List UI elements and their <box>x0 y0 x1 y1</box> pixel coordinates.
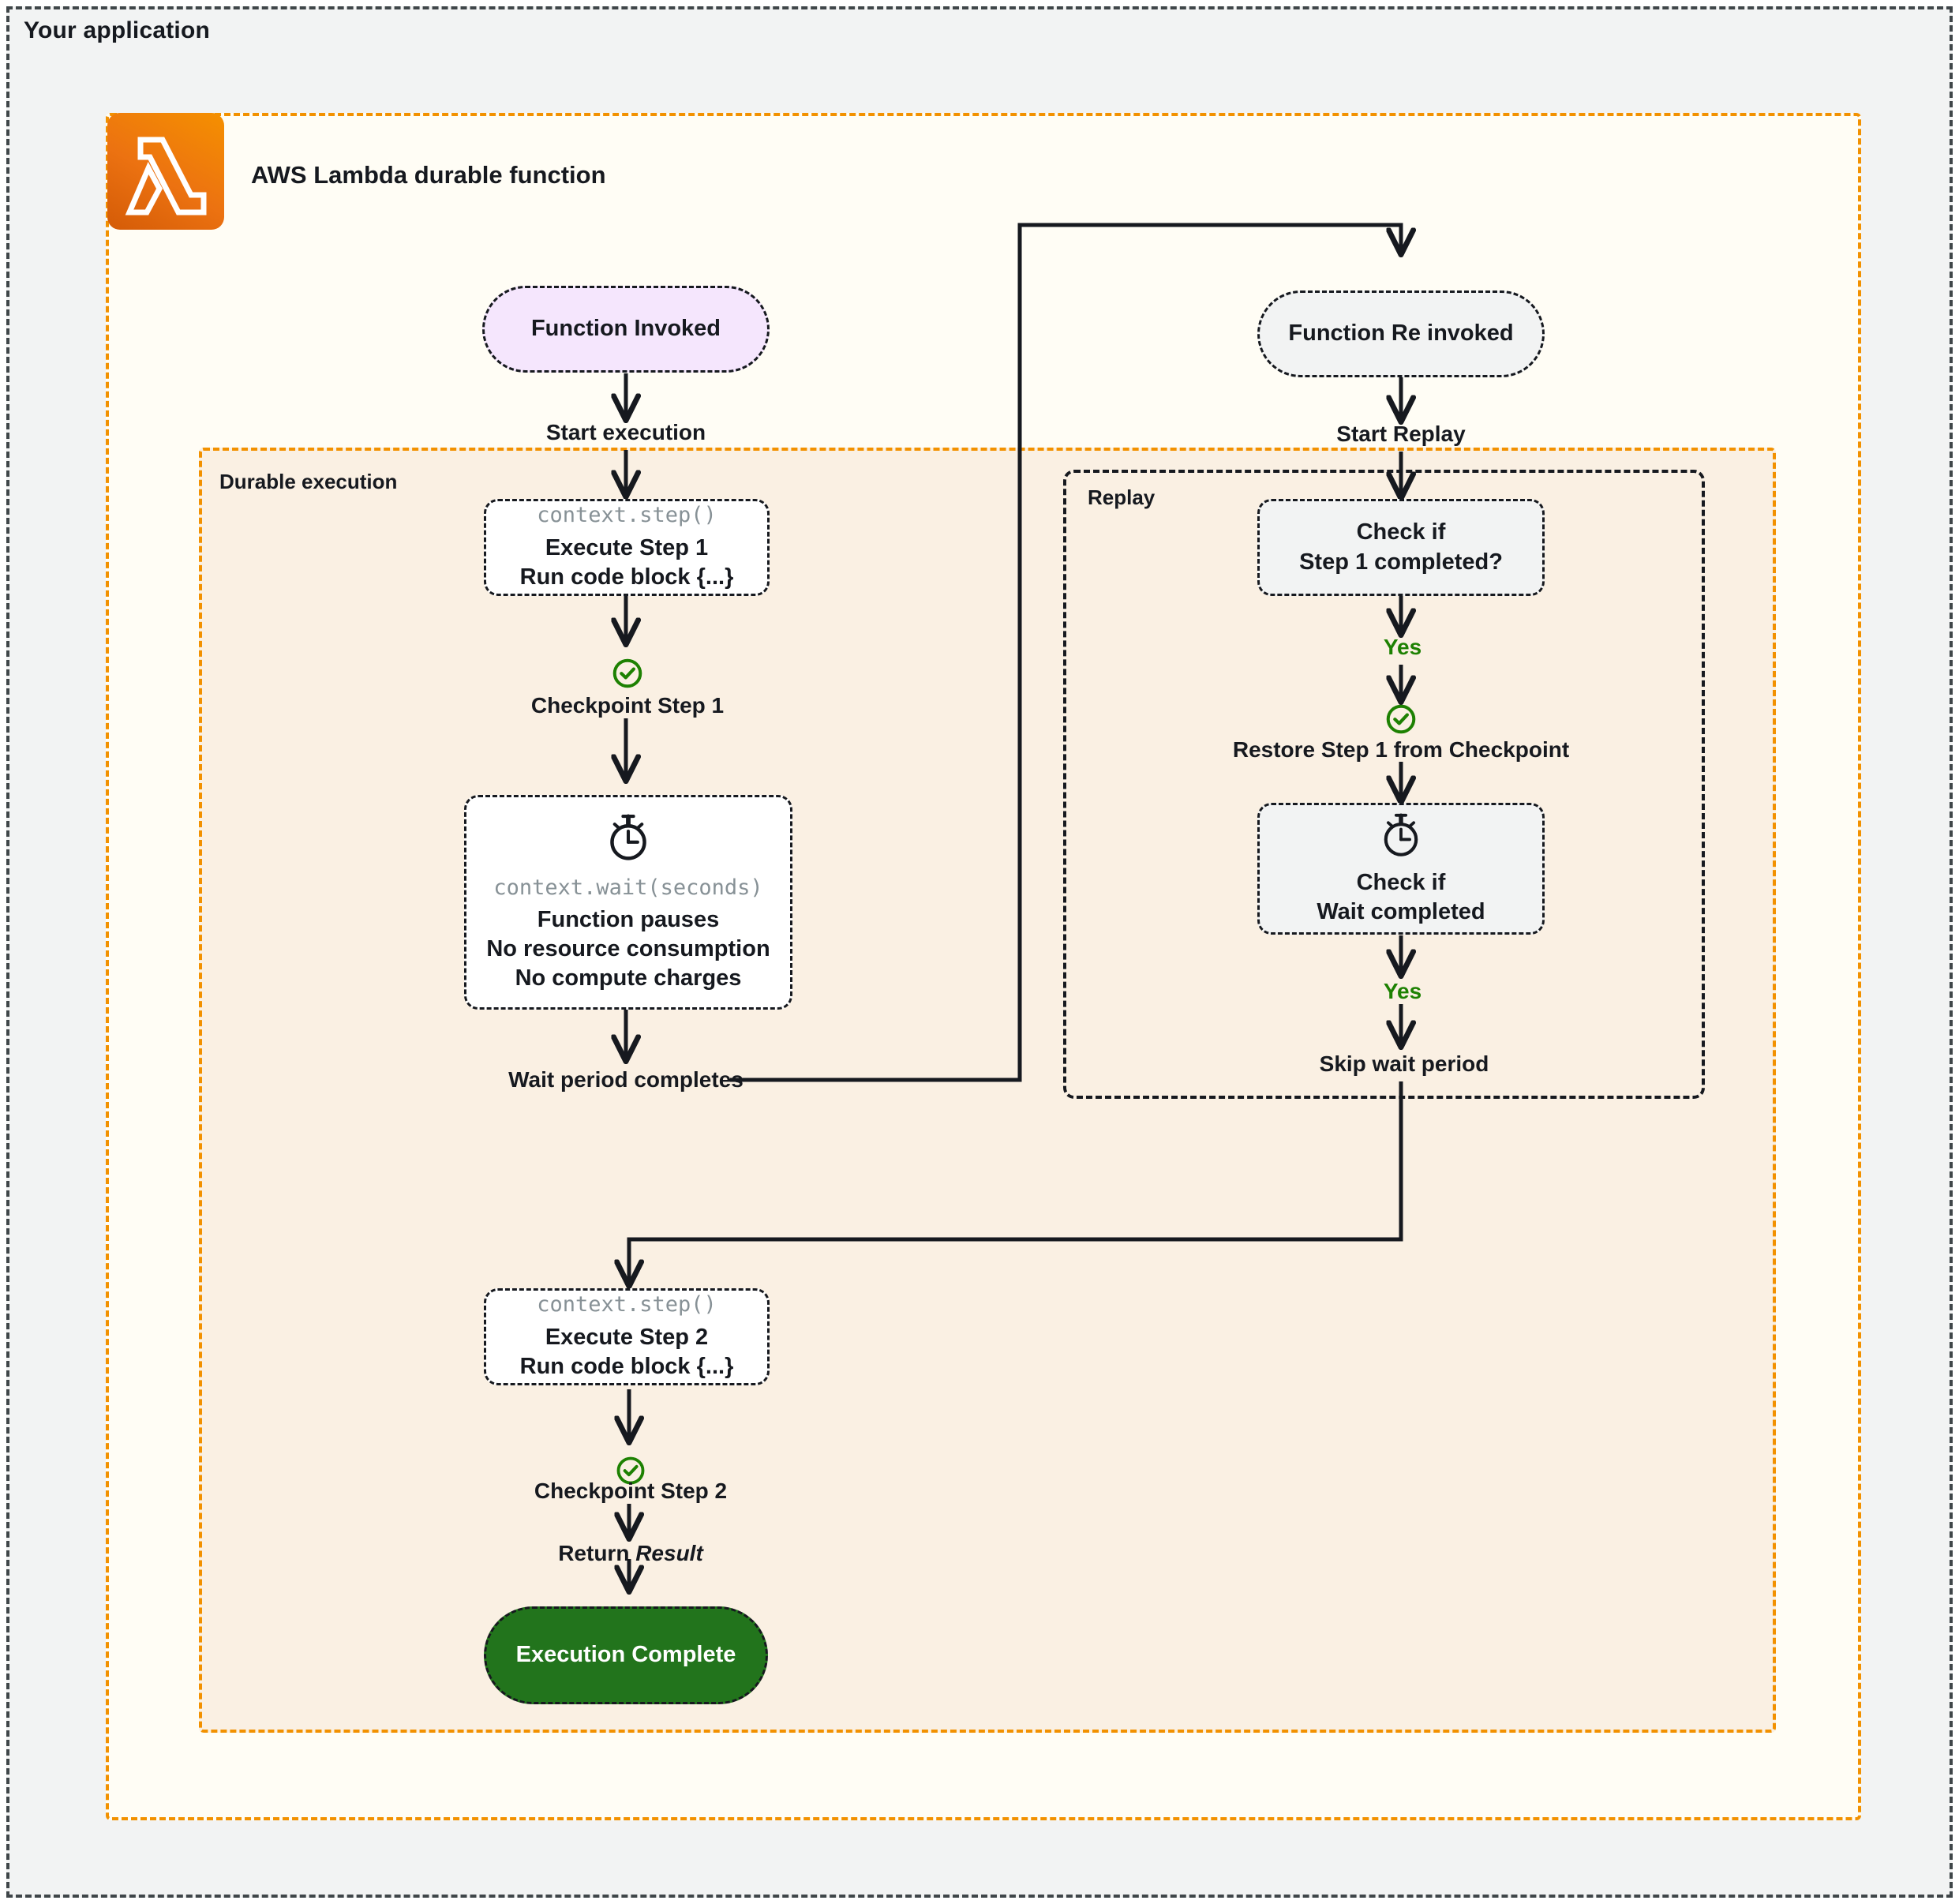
check-circle-icon <box>611 657 644 694</box>
node-execute-step-1-code: context.step() <box>537 503 717 528</box>
node-check-wait-line2: Wait completed <box>1317 899 1485 924</box>
node-execution-complete-label: Execution Complete <box>515 1642 736 1668</box>
node-execute-step-2[interactable]: context.step() Execute Step 2 Run code b… <box>484 1288 770 1385</box>
node-check-wait-line1: Check if <box>1356 869 1446 895</box>
node-execute-step-1-line1: Execute Step 1 <box>545 534 709 560</box>
edge-label-yes-wait: Yes <box>1383 979 1422 1003</box>
label-return-result: Return Result <box>558 1541 703 1566</box>
node-check-step-1-line2: Step 1 completed? <box>1299 549 1503 575</box>
node-context-wait-code: context.wait(seconds) <box>493 875 763 900</box>
lambda-frame-label: AWS Lambda durable function <box>251 161 606 189</box>
node-function-invoked-label: Function Invoked <box>530 316 721 342</box>
return-prefix: Return <box>558 1541 636 1565</box>
label-restore-step-1-from-checkpoint: Restore Step 1 from Checkpoint <box>1232 737 1570 762</box>
stopwatch-icon <box>1378 811 1424 864</box>
node-execute-step-2-code: context.step() <box>537 1292 717 1317</box>
check-circle-icon <box>615 1455 646 1490</box>
label-wait-period-completes: Wait period completes <box>508 1067 744 1092</box>
node-execute-step-2-line1: Execute Step 2 <box>545 1324 709 1350</box>
edge-label-start-execution: Start execution <box>545 420 706 444</box>
replay-label: Replay <box>1088 485 1156 509</box>
edge-label-start-replay: Start Replay <box>1336 422 1466 446</box>
node-context-wait-line2: No resource consumption <box>486 936 770 962</box>
node-context-wait-line1: Function pauses <box>537 907 720 933</box>
edge-label-yes-step-1: Yes <box>1383 635 1422 659</box>
durable-execution-label: Durable execution <box>219 470 398 493</box>
label-skip-wait-period: Skip wait period <box>1319 1051 1489 1076</box>
label-checkpoint-step-1: Checkpoint Step 1 <box>530 693 725 718</box>
label-checkpoint-step-2: Checkpoint Step 2 <box>534 1479 728 1503</box>
stopwatch-icon <box>604 811 653 868</box>
page-title: Your application <box>24 17 210 43</box>
node-function-invoked[interactable]: Function Invoked <box>482 286 770 373</box>
node-execute-step-1[interactable]: context.step() Execute Step 1 Run code b… <box>484 499 770 596</box>
return-value: Result <box>635 1541 703 1565</box>
node-execute-step-1-line2: Run code block {...} <box>519 564 734 590</box>
node-function-re-invoked[interactable]: Function Re invoked <box>1257 290 1545 377</box>
check-circle-icon <box>1384 703 1418 740</box>
node-check-step-1-line1: Check if <box>1356 519 1446 545</box>
node-context-wait[interactable]: context.wait(seconds) Function pauses No… <box>464 795 792 1010</box>
node-context-wait-line3: No compute charges <box>515 965 742 991</box>
aws-lambda-icon <box>107 113 224 230</box>
node-check-wait-completed[interactable]: Check if Wait completed <box>1257 803 1545 935</box>
node-execute-step-2-line2: Run code block {...} <box>519 1353 734 1379</box>
node-function-re-invoked-label: Function Re invoked <box>1288 320 1514 347</box>
node-execution-complete[interactable]: Execution Complete <box>484 1606 768 1704</box>
node-check-step-1-completed[interactable]: Check if Step 1 completed? <box>1257 499 1545 596</box>
